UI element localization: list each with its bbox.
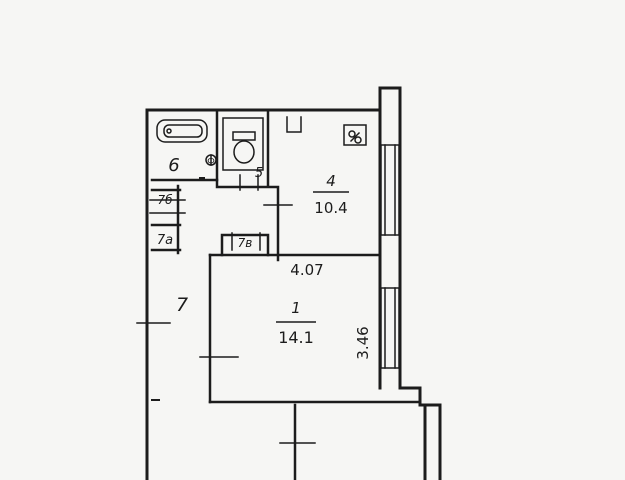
toilet-icon <box>222 117 264 171</box>
room-5-label: 5 <box>255 166 263 181</box>
room-7-label: 7 <box>176 294 188 316</box>
room-1-width-dimension: 4.07 <box>290 261 323 279</box>
room-labels: 6 5 4 10.4 7б 7а 7в 7 4.07 1 14.1 3.46 Ф <box>157 155 372 360</box>
exterior-walls <box>145 86 442 480</box>
room-6-label: 6 <box>168 155 179 176</box>
room-4-number: 4 <box>326 172 336 190</box>
door-marks <box>136 174 316 444</box>
room-1-number: 1 <box>291 299 301 317</box>
faucet-icon <box>205 154 217 166</box>
window-upper <box>380 144 400 236</box>
room-7v-label: 7в <box>238 236 253 250</box>
stove-icon <box>343 124 367 146</box>
window-lower <box>380 287 400 369</box>
wall-marks <box>151 177 205 401</box>
room-4-area: 10.4 <box>314 199 347 217</box>
room-7a-label: 7а <box>157 233 173 248</box>
room-1-depth-dimension: 3.46 <box>354 326 372 359</box>
fixture-label: Ф <box>207 157 215 167</box>
bathtub-icon <box>156 119 208 143</box>
sink-icon <box>286 116 302 133</box>
room-1-area: 14.1 <box>278 328 314 347</box>
room-7b-label: 7б <box>157 193 173 207</box>
